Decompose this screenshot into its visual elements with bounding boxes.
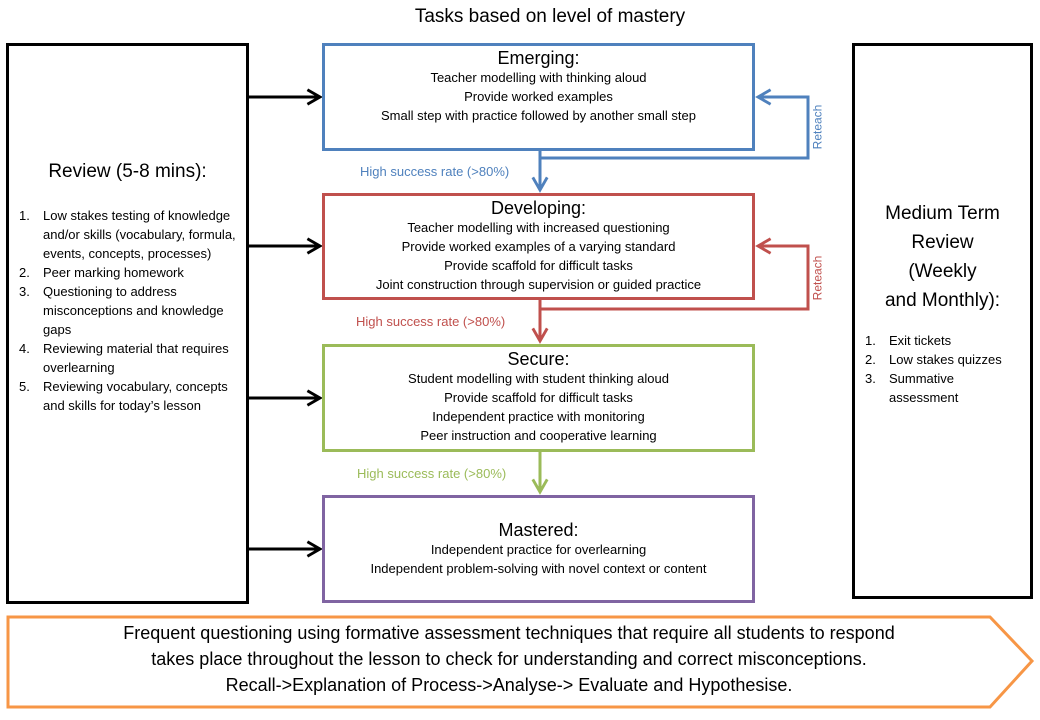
level-line: Teacher modelling with increased questio… bbox=[407, 220, 670, 235]
list-item: 2. Peer marking homework bbox=[9, 263, 246, 282]
level-box-emerging: Emerging: Teacher modelling with thinkin… bbox=[322, 43, 755, 151]
list-number: 1. bbox=[865, 333, 876, 348]
level-box-secure: Secure: Student modelling with student t… bbox=[322, 344, 755, 452]
heading-line: Review bbox=[911, 232, 974, 253]
list-number: 4. bbox=[19, 341, 30, 356]
level-line: Provide worked examples of a varying sta… bbox=[401, 239, 676, 254]
list-text: Low stakes testing of knowledge and/or s… bbox=[43, 208, 236, 261]
level-line: Provide scaffold for difficult tasks bbox=[444, 258, 633, 273]
review-heading: Review (5-8 mins): bbox=[48, 161, 207, 182]
reteach-label-developing: Reteach bbox=[810, 255, 825, 301]
level-box-developing: Developing: Teacher modelling with incre… bbox=[322, 193, 755, 300]
level-heading: Developing: bbox=[490, 198, 587, 218]
level-heading: Emerging: bbox=[497, 48, 580, 68]
footer-banner: Frequent questioning using formative ass… bbox=[14, 620, 1004, 698]
review-list: 1. Low stakes testing of knowledge and/or… bbox=[9, 206, 246, 415]
heading-line: and Monthly): bbox=[884, 290, 1001, 311]
list-number: 2. bbox=[19, 265, 30, 280]
list-item: 4. Reviewing material that requires overl… bbox=[9, 339, 246, 377]
level-box-mastered: Mastered: Independent practice for overl… bbox=[322, 495, 755, 603]
list-item: 1. Low stakes testing of knowledge and/or… bbox=[9, 206, 246, 263]
success-rate-label-secure: High success rate (>80%) bbox=[357, 466, 507, 481]
success-rate-label-emerging: High success rate (>80%) bbox=[360, 164, 510, 179]
list-text: Reviewing vocabulary, concepts and skill… bbox=[43, 379, 228, 413]
list-text: Peer marking homework bbox=[43, 265, 184, 280]
footer-line: Frequent questioning using formative ass… bbox=[123, 623, 895, 643]
level-line: Small step with practice followed by ano… bbox=[380, 108, 697, 123]
heading-line: (Weekly bbox=[908, 261, 977, 282]
level-line: Joint construction through supervision o… bbox=[375, 277, 702, 292]
level-line: Provide worked examples bbox=[464, 89, 613, 104]
level-line: Independent practice with monitoring bbox=[432, 409, 645, 424]
success-rate-label-developing: High success rate (>80%) bbox=[356, 314, 506, 329]
level-line: Independent practice for overlearning bbox=[430, 542, 647, 557]
level-line: Independent problem-solving with novel c… bbox=[370, 561, 707, 576]
reteach-label-emerging: Reteach bbox=[810, 104, 825, 150]
medium-term-list: 1. Exit tickets 2. Low stakes quizzes 3. Su… bbox=[855, 331, 1030, 407]
level-line: Teacher modelling with thinking aloud bbox=[430, 70, 647, 85]
level-line: Peer instruction and cooperative learnin… bbox=[420, 428, 657, 443]
list-text: Exit tickets bbox=[889, 333, 952, 348]
list-item: 2. Low stakes quizzes bbox=[855, 350, 1030, 369]
medium-term-review-panel: Medium Term Review (Weekly and Monthly):… bbox=[852, 43, 1033, 599]
list-text: Summative assessment bbox=[889, 371, 959, 405]
heading-line: Medium Term bbox=[885, 203, 1000, 224]
list-item: 5. Reviewing vocabulary, concepts and ski… bbox=[9, 377, 246, 415]
level-heading: Mastered: bbox=[498, 520, 579, 540]
footer-line: takes place throughout the lesson to che… bbox=[151, 649, 867, 669]
medium-term-heading: Medium Term Review (Weekly and Monthly): bbox=[855, 199, 1030, 315]
list-text: Low stakes quizzes bbox=[889, 352, 1002, 367]
list-item: 1. Exit tickets bbox=[855, 331, 1030, 350]
review-panel: Review (5-8 mins): 1. Low stakes testing … bbox=[6, 43, 249, 604]
list-item: 3. Questioning to address misconceptions … bbox=[9, 282, 246, 339]
list-number: 1. bbox=[19, 208, 30, 223]
list-item: 3. Summative assessment bbox=[855, 369, 1030, 407]
level-line: Provide scaffold for difficult tasks bbox=[444, 390, 633, 405]
list-number: 3. bbox=[19, 284, 30, 299]
footer-line: Recall->Explanation of Process->Analyse-… bbox=[225, 675, 793, 695]
level-heading: Secure: bbox=[507, 349, 570, 369]
list-number: 5. bbox=[19, 379, 30, 394]
list-text: Reviewing material that requires overlea… bbox=[43, 341, 229, 375]
level-line: Student modelling with student thinking … bbox=[408, 371, 669, 386]
list-number: 3. bbox=[865, 371, 876, 386]
list-text: Questioning to address misconceptions an… bbox=[43, 284, 224, 337]
list-number: 2. bbox=[865, 352, 876, 367]
diagram-title: Tasks based on level of mastery bbox=[414, 6, 686, 27]
